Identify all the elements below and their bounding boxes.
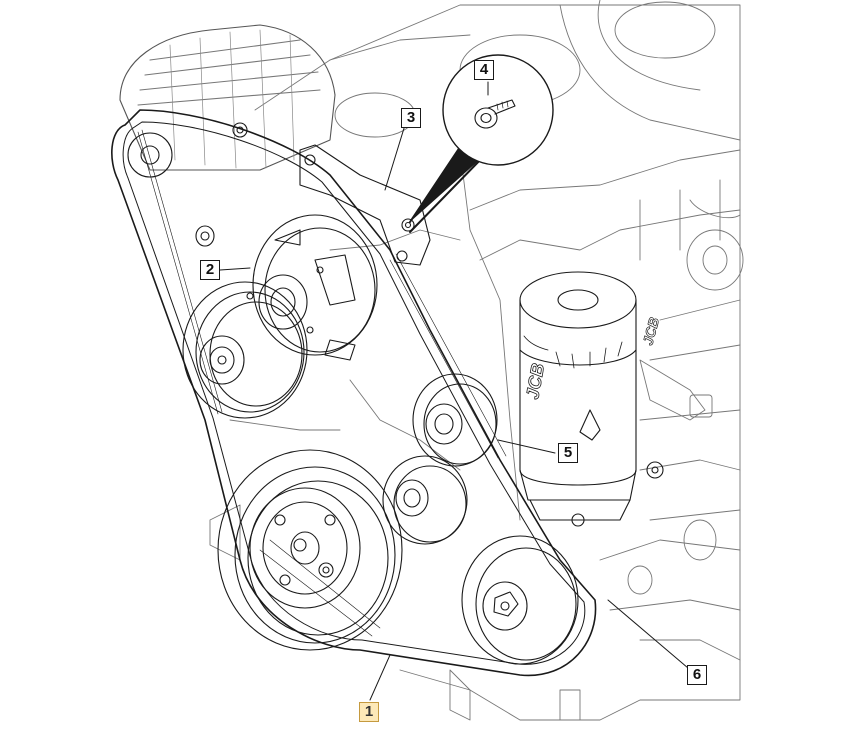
callout-2[interactable]: 2 xyxy=(200,260,220,280)
lower-right-pulley xyxy=(461,535,579,665)
callout-5[interactable]: 5 xyxy=(558,443,578,463)
callout-leaders xyxy=(219,81,689,701)
idler-pulley-upper xyxy=(412,373,498,467)
callout-6[interactable]: 6 xyxy=(687,665,707,685)
bolt-detail-inset xyxy=(442,54,554,166)
belt-tensioner xyxy=(195,214,378,361)
callout-4[interactable]: 4 xyxy=(474,60,494,80)
filter-logo-decal: JCB xyxy=(522,362,548,401)
oil-filter xyxy=(519,271,664,527)
water-pump-pulley xyxy=(182,281,308,419)
drive-belt xyxy=(111,109,597,677)
mounting-bracket xyxy=(299,144,431,266)
alternator xyxy=(119,24,336,178)
crankshaft-pulley xyxy=(217,449,403,651)
side-logo-decal: JCB xyxy=(639,316,662,347)
engine-block xyxy=(209,0,744,721)
callout-3[interactable]: 3 xyxy=(401,108,421,128)
idler-pulley-lower xyxy=(382,455,468,545)
callout-1[interactable]: 1 xyxy=(359,702,379,722)
